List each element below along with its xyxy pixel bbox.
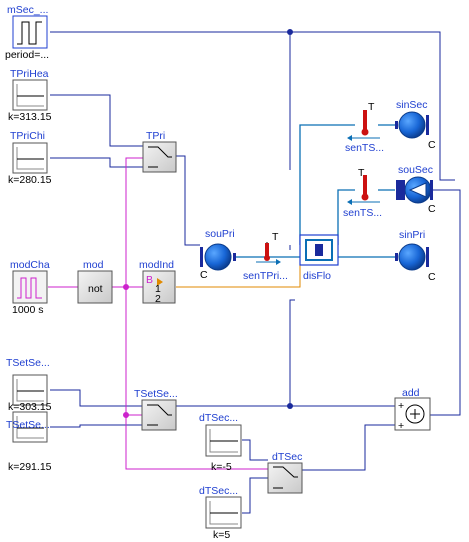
modInd-row1: 1 — [155, 283, 161, 295]
senTS2-T: T — [358, 167, 365, 179]
block-dTSec2[interactable]: dTSec... k=5 — [199, 485, 242, 541]
disFlo-label: disFlo — [303, 270, 331, 282]
block-add[interactable]: + + add — [394, 387, 431, 432]
block-sinPri[interactable]: sinPri C — [395, 229, 436, 283]
dTSec2-label: dTSec... — [199, 485, 238, 497]
block-disFlo[interactable]: disFlo — [299, 234, 339, 282]
dTSec-label: dTSec — [272, 451, 302, 463]
sinSec-label: sinSec — [396, 99, 428, 111]
block-senTS1[interactable]: T senTS... — [345, 101, 384, 154]
dTSec1-param: k=-5 — [211, 461, 232, 473]
souSec-port: C — [428, 203, 436, 215]
block-senTS2[interactable]: T senTS... — [343, 167, 382, 219]
block-dTSec[interactable]: dTSec — [267, 451, 303, 494]
modInd-row2: 2 — [155, 293, 161, 305]
TPriChi-label: TPriChi — [10, 130, 45, 142]
block-modInd[interactable]: B 1 2 modInd — [139, 259, 176, 305]
TSetSec1-label: TSetSe... — [6, 357, 50, 369]
souSec-label: souSec — [398, 164, 433, 176]
dTSec1-label: dTSec... — [199, 412, 238, 424]
junctions — [123, 29, 293, 418]
TPri-label: TPri — [146, 130, 165, 142]
senTS2-label: senTS... — [343, 207, 382, 219]
senTS1-T: T — [368, 101, 375, 113]
modInd-label: modInd — [139, 259, 174, 271]
mod-label: mod — [83, 259, 104, 271]
senTPri-T: T — [272, 231, 279, 243]
TSetSec1-param: k=303.15 — [8, 401, 52, 413]
TSetSecSwitch-label: TSetSe... — [134, 388, 178, 400]
add-label: add — [402, 387, 420, 399]
sinPri-port: C — [428, 271, 436, 283]
add-plus2: + — [398, 420, 404, 432]
mod-inner: not — [88, 283, 103, 295]
block-souSec[interactable]: souSec C — [396, 164, 436, 215]
add-plus1: + — [398, 400, 404, 412]
modCha-label: modCha — [10, 259, 50, 271]
dTSec2-param: k=5 — [213, 529, 230, 541]
TPriHea-param: k=313.15 — [8, 111, 52, 123]
block-TPriHea[interactable]: TPriHea k=313.15 — [8, 68, 52, 123]
block-senTPri[interactable]: T senTPri... — [243, 231, 288, 282]
mSec-param: period=... — [5, 49, 49, 61]
block-modCha[interactable]: modCha 1000 s — [10, 259, 50, 316]
block-TPriChi[interactable]: TPriChi k=280.15 — [8, 130, 52, 186]
TPriHea-label: TPriHea — [10, 68, 49, 80]
modCha-param: 1000 s — [12, 304, 44, 316]
block-sinSec[interactable]: sinSec C — [395, 99, 436, 151]
block-TSetSec1[interactable]: TSetSe... k=303.15 — [6, 357, 52, 413]
TSetSec2-param: k=291.15 — [8, 461, 52, 473]
block-souPri[interactable]: souPri C — [200, 228, 236, 281]
block-TSetSecSwitch[interactable]: TSetSe... — [134, 388, 178, 431]
sinPri-label: sinPri — [399, 229, 425, 241]
senTPri-label: senTPri... — [243, 270, 288, 282]
TSetSec2-label: TSetSe... — [6, 419, 50, 431]
block-mod[interactable]: not mod — [77, 259, 113, 304]
block-TPri[interactable]: TPri — [142, 130, 177, 173]
sinSec-port: C — [428, 139, 436, 151]
block-mSec[interactable]: mSec_... period=... — [5, 4, 49, 61]
souPri-label: souPri — [205, 228, 235, 240]
block-dTSec1[interactable]: dTSec... k=-5 — [199, 412, 242, 473]
mSec-label: mSec_... — [7, 4, 48, 16]
senTS1-label: senTS... — [345, 142, 384, 154]
TPriChi-param: k=280.15 — [8, 174, 52, 186]
modInd-port-b: B — [146, 274, 153, 286]
souPri-port: C — [200, 269, 208, 281]
block-TSetSec2[interactable]: TSetSe... k=291.15 — [6, 411, 52, 473]
